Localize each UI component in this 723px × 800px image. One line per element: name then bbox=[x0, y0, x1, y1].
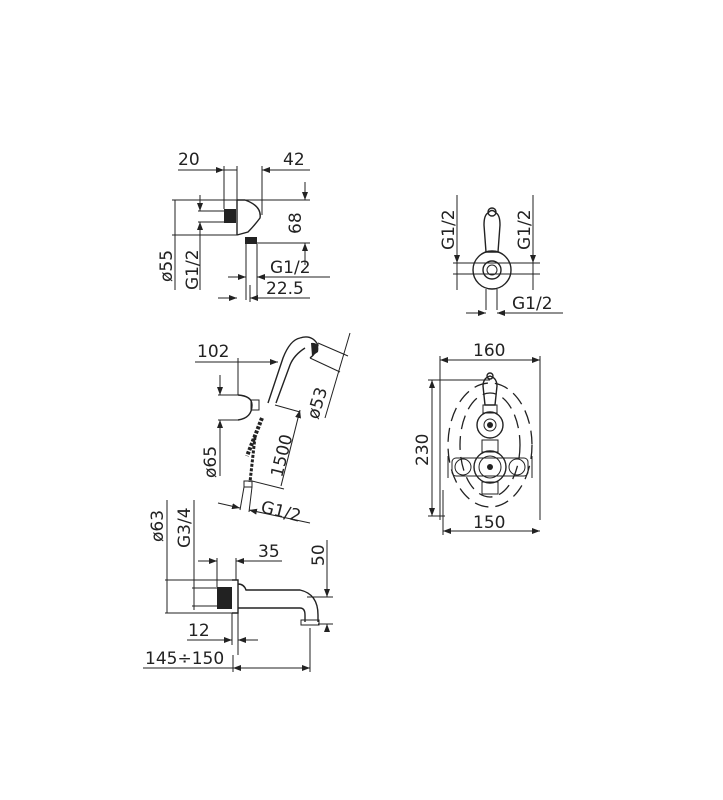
thread-outlet-icon bbox=[245, 237, 257, 244]
dim-1500: 1500 bbox=[267, 432, 297, 479]
dim-145-150: 145÷150 bbox=[145, 649, 224, 669]
dim-12: 12 bbox=[188, 621, 210, 641]
mixer-front-view: 160 150 230 bbox=[413, 341, 541, 535]
hand-shower-view: 102 ø65 ø53 1500 G1/2 bbox=[195, 332, 351, 527]
dim-diameter-55: ø55 bbox=[157, 250, 177, 282]
spout-thread-icon bbox=[217, 587, 232, 609]
dim-160: 160 bbox=[473, 341, 505, 361]
dim-20: 20 bbox=[178, 150, 200, 170]
dim-68: 68 bbox=[286, 212, 306, 234]
dim-230: 230 bbox=[413, 434, 433, 466]
thread-inlet-icon bbox=[224, 209, 236, 223]
dim-thread-left: G1/2 bbox=[439, 209, 459, 250]
dim-thread-hose: G1/2 bbox=[259, 497, 303, 526]
dim-42: 42 bbox=[283, 150, 305, 170]
dim-diameter-53: ø53 bbox=[304, 385, 332, 421]
dim-50: 50 bbox=[309, 544, 329, 566]
dim-diameter-63: ø63 bbox=[148, 510, 168, 542]
spout-view: ø63 G3/4 35 50 12 145÷150 bbox=[143, 500, 333, 672]
dim-102: 102 bbox=[197, 342, 229, 362]
dim-thread-inlet: G1/2 bbox=[183, 249, 203, 290]
dim-thread-outlet: G1/2 bbox=[270, 258, 311, 278]
mixer-side-view: G1/2 G1/2 G1/2 bbox=[439, 195, 563, 316]
dim-diameter-65: ø65 bbox=[201, 446, 221, 478]
dim-150: 150 bbox=[473, 513, 505, 533]
wall-outlet-view: 20 42 68 ø55 G1/2 G1/2 22.5 bbox=[157, 150, 330, 302]
dim-thread-right: G1/2 bbox=[515, 209, 535, 250]
dim-35: 35 bbox=[258, 542, 280, 562]
dim-22-5: 22.5 bbox=[266, 279, 304, 299]
dim-thread-spout: G3/4 bbox=[175, 507, 195, 548]
dim-thread-bottom: G1/2 bbox=[512, 294, 553, 314]
